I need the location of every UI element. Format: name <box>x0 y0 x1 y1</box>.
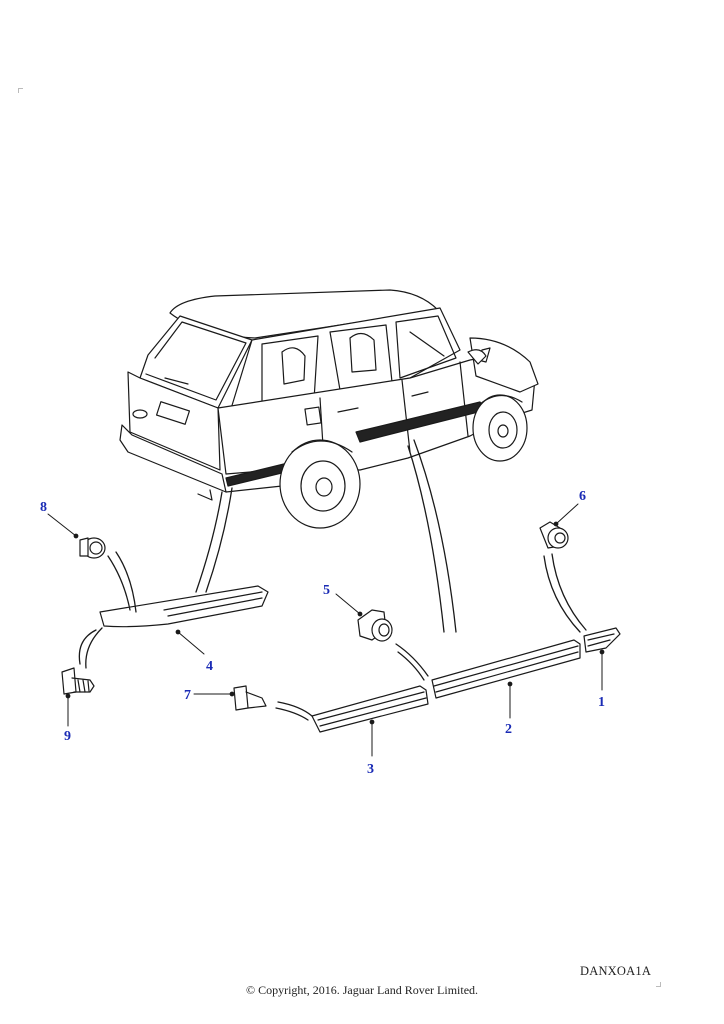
part-3-rear-door-moulding <box>311 685 429 757</box>
callout-3: 3 <box>367 762 374 777</box>
part-5-retainer-nut <box>335 593 429 681</box>
diagram-reference-code: DANXOA1A <box>580 964 652 978</box>
callout-5: 5 <box>323 583 330 598</box>
vehicle-leader-lines <box>195 439 457 633</box>
part-4-rear-quarter-moulding <box>78 551 269 669</box>
callout-2: 2 <box>505 722 512 737</box>
callout-1: 1 <box>598 695 605 710</box>
part-9-screw <box>61 667 95 727</box>
vehicle-illustration <box>119 289 539 529</box>
callout-9: 9 <box>64 729 71 744</box>
callout-6: 6 <box>579 489 586 504</box>
part-7-stud <box>193 685 313 721</box>
callout-8: 8 <box>40 500 47 515</box>
part-2-front-door-moulding <box>431 639 581 719</box>
copyright-notice: © Copyright, 2016. Jaguar Land Rover Lim… <box>245 983 479 997</box>
part-8-retainer-clip <box>47 513 106 559</box>
crop-mark-bottom-right <box>656 982 661 987</box>
part-6-retainer-nut <box>539 503 587 633</box>
part-1-front-fender-moulding <box>583 627 621 691</box>
callout-4: 4 <box>206 659 213 674</box>
callout-7: 7 <box>184 688 191 703</box>
crop-mark-top-left <box>18 88 23 93</box>
